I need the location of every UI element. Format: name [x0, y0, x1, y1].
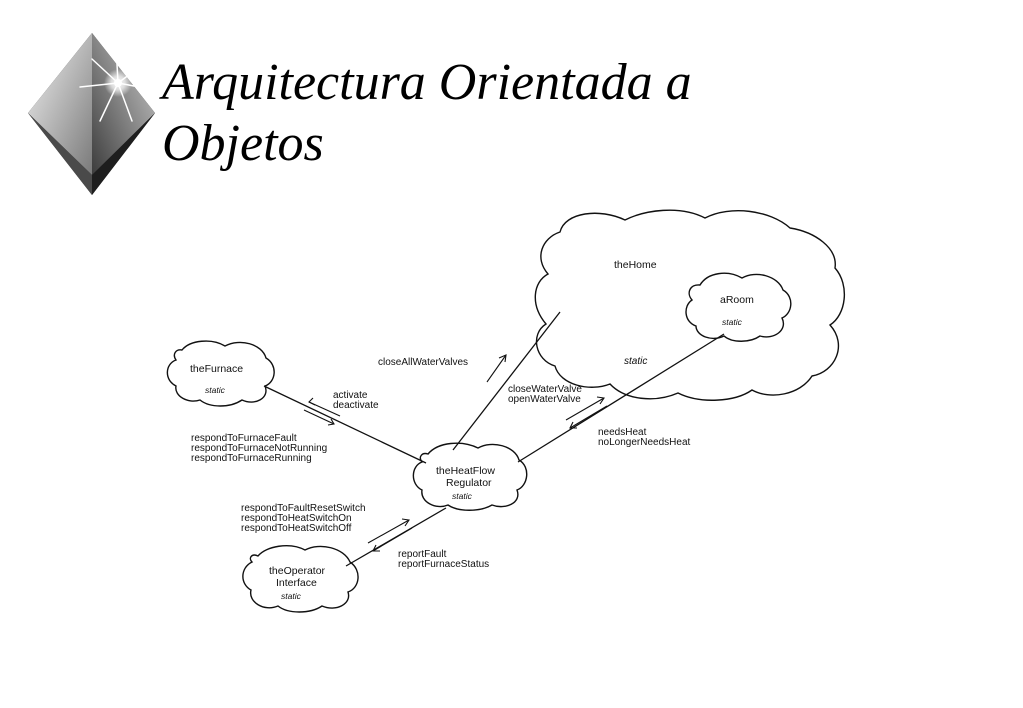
object-stereotype-a-room: static	[722, 317, 743, 327]
message-label: respondToHeatSwitchOn	[241, 513, 352, 524]
title-line-1: Arquitectura Orientada a	[162, 54, 692, 111]
arrow-to-furnace	[308, 397, 341, 417]
link-regulator-room	[517, 333, 725, 463]
message-label: deactivate	[333, 400, 379, 411]
message-label: respondToFurnaceFault	[191, 433, 297, 444]
object-cloud-the-furnace	[166, 340, 275, 407]
message-label: openWaterValve	[508, 394, 581, 405]
object-cloud-the-operator-interface	[242, 545, 359, 613]
message-label: closeWaterValve	[508, 384, 582, 395]
arrow-from-room	[569, 405, 608, 429]
object-name-regulator-line-1: theHeatFlow	[436, 465, 495, 477]
arrow-from-operator	[367, 518, 410, 544]
object-name-the-furnace: theFurnace	[190, 363, 243, 375]
object-name-the-home: theHome	[614, 259, 657, 271]
message-label: respondToFaultResetSwitch	[241, 503, 366, 514]
title-line-2: Objetos	[162, 115, 324, 172]
message-label: activate	[333, 390, 368, 401]
object-name-operator-line-2: Interface	[276, 577, 317, 589]
object-stereotype-regulator: static	[452, 491, 473, 501]
link-regulator-home	[452, 311, 561, 451]
arrow-to-room	[565, 396, 605, 421]
message-label: closeAllWaterValves	[378, 357, 468, 368]
page-title: Arquitectura Orientada a Objetos	[162, 52, 692, 174]
object-stereotype-the-home: static	[624, 356, 647, 367]
message-label: respondToFurnaceRunning	[191, 453, 312, 464]
link-regulator-furnace	[263, 385, 427, 464]
message-label: needsHeat	[598, 427, 647, 438]
object-name-operator-line-1: theOperator	[269, 565, 326, 577]
object-name-a-room: aRoom	[720, 294, 754, 306]
message-label: respondToFurnaceNotRunning	[191, 443, 327, 454]
message-label: reportFault	[398, 549, 447, 560]
message-label: reportFurnaceStatus	[398, 559, 489, 570]
arrow-to-operator	[372, 527, 413, 552]
object-name-regulator-line-2: Regulator	[446, 477, 492, 489]
arrow-from-furnace	[303, 409, 335, 426]
message-label: noLongerNeedsHeat	[598, 437, 691, 448]
object-cloud-the-heat-flow-regulator	[412, 442, 528, 511]
object-stereotype-the-furnace: static	[205, 385, 226, 395]
arrow-close-all-water-valves	[486, 354, 507, 383]
object-stereotype-operator: static	[281, 591, 302, 601]
message-label: respondToHeatSwitchOff	[241, 523, 352, 534]
object-cloud-a-room	[685, 272, 792, 342]
diamond-star-bullet-icon	[28, 33, 159, 195]
